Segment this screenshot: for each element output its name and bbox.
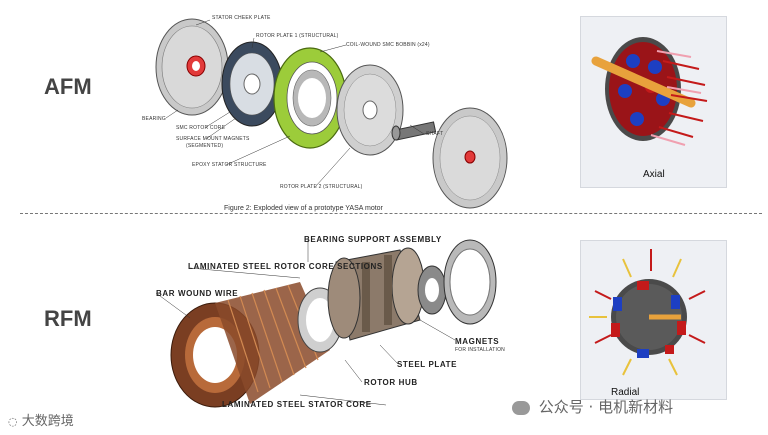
label-segmented: (SEGMENTED) (186, 143, 224, 149)
afm-label: AFM (44, 74, 92, 99)
axial-panel: Axial (580, 16, 727, 188)
wechat-icon (512, 400, 530, 415)
label-surface-mount-magnets: SURFACE MOUNT MAGNETS (176, 136, 250, 142)
label-laminated-rotor: LAMINATED STEEL ROTOR CORE SECTIONS (188, 262, 383, 271)
stator-cheek-plate-image (155, 18, 229, 116)
label-rotor-plate-2: ROTOR PLATE 2 (STRUCTURAL) (280, 184, 363, 190)
smc-rotor-core-image (221, 41, 283, 127)
label-epoxy-stator: EPOXY STATOR STRUCTURE (192, 162, 267, 168)
shaft-image (391, 121, 437, 141)
label-rotor-plate-1: ROTOR PLATE 1 (STRUCTURAL) (256, 33, 339, 39)
coil-wound-stator-image (273, 47, 347, 149)
watermark-left-icon: ◌ (8, 415, 18, 428)
afm-figure-caption: Figure 2: Exploded view of a prototype Y… (224, 205, 383, 212)
label-magnets-sub: FOR INSTALLATION (455, 347, 505, 353)
watermark-right-text: 公众号 · 电机新材料 (538, 398, 674, 416)
label-laminated-stator: LAMINATED STEEL STATOR CORE (222, 400, 372, 409)
rotor-core-image (327, 247, 425, 341)
section-divider (20, 213, 762, 214)
bearing-support-image (417, 265, 447, 315)
label-coil-wound: COIL-WOUND SMC BOBBIN (x24) (346, 42, 430, 48)
axial-flux-diagram (591, 37, 708, 146)
label-stator-cheek-plate: STATOR CHEEK PLATE (212, 15, 271, 21)
watermark-right: 公众号 · 电机新材料 (512, 396, 673, 417)
label-rotor-hub: ROTOR HUB (364, 378, 418, 387)
rotor-plate-2-image (432, 107, 508, 209)
label-smc-rotor-core: SMC ROTOR CORE (176, 125, 226, 131)
label-magnets: MAGNETS (455, 337, 500, 346)
watermark-left: ◌ 大数跨境 (8, 410, 74, 429)
axial-label: Axial (643, 169, 665, 180)
label-bearing: BEARING (142, 116, 166, 122)
radial-label: Radial (611, 387, 640, 398)
label-shaft: SHAFT (426, 131, 444, 137)
radial-panel: Radial (580, 240, 727, 400)
rotor-plate-1-image (336, 64, 404, 156)
label-bar-wound: BAR WOUND WIRE (156, 289, 239, 298)
label-steel-plate: STEEL PLATE (397, 360, 458, 369)
steel-plate-image (443, 239, 497, 325)
label-bearing-support: BEARING SUPPORT ASSEMBLY (304, 235, 442, 244)
radial-flux-diagram (589, 249, 706, 376)
watermark-left-text: 大数跨境 (21, 414, 74, 429)
bar-wound-stator-image (170, 282, 330, 408)
rfm-label: RFM (44, 306, 92, 331)
